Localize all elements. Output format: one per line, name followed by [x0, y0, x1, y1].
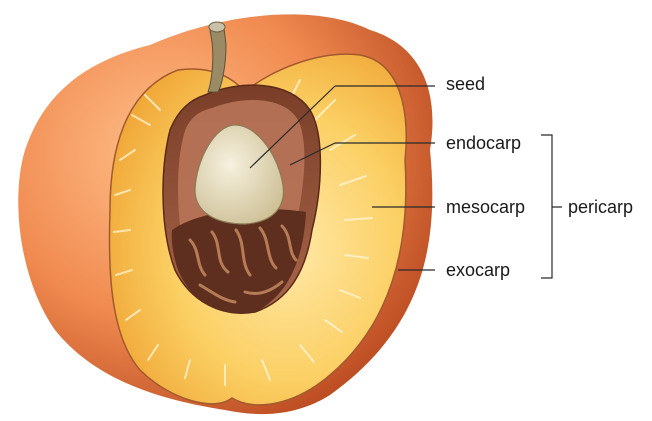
stem-tip [209, 22, 225, 32]
seed-label: seed [446, 74, 485, 94]
exocarp-label: exocarp [446, 260, 510, 280]
mesocarp-label: mesocarp [446, 197, 525, 217]
endocarp-label: endocarp [446, 133, 521, 153]
pericarp-label: pericarp [568, 197, 633, 217]
pericarp-bracket [541, 135, 562, 278]
